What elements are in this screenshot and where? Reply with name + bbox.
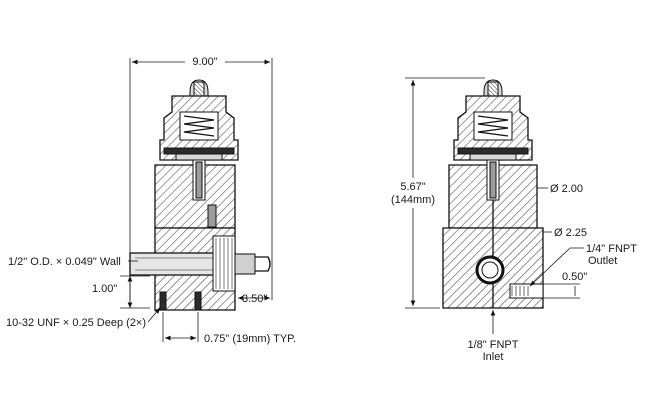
thread-label: 10-32 UNF × 0.25 Deep (2×) [6, 317, 146, 329]
thread-hole [159, 291, 167, 311]
outlet-offset-label: 0.50" [562, 271, 587, 283]
lower-diameter-label: Ø 2.25 [554, 227, 587, 239]
nut-threads [215, 238, 233, 289]
outlet-threads [511, 286, 529, 296]
side-fitting-cap [255, 256, 271, 272]
side-port [207, 204, 217, 228]
leader-line [147, 307, 161, 323]
inlet-label: Inlet [483, 351, 504, 363]
height-label: 1.00" [92, 283, 117, 295]
stem [489, 161, 497, 199]
spring-icon [477, 115, 509, 137]
spacing-label: 0.75" (19mm) TYP. [204, 333, 296, 345]
upper-diameter-label: Ø 2.00 [550, 183, 583, 195]
diaphragm [163, 147, 235, 155]
side-fitting [234, 253, 256, 275]
overall-height-metric-label: (144mm) [391, 194, 435, 206]
front-view: 9.00" 1/2" O.D. × 0.049" Wall [6, 54, 296, 345]
side-view: 5.67" (144mm) Ø 2.00 Ø 2.25 1/4" FNPT [391, 77, 637, 363]
outlet-size-label: 1/4" FNPT [586, 243, 637, 255]
overall-height-label: 5.67" [400, 181, 425, 193]
leader-line [529, 247, 584, 287]
outlet-label: Outlet [588, 255, 617, 267]
width-label: 9.00" [192, 56, 217, 68]
label-bg [392, 178, 436, 208]
side-label: 3.50" [242, 293, 267, 305]
thread-hole [194, 291, 202, 311]
diaphragm-plate [469, 153, 517, 161]
stem [195, 161, 203, 199]
label-bg [185, 54, 225, 68]
outlet-port [509, 283, 544, 299]
diaphragm-plate [175, 153, 223, 161]
spring-icon [183, 115, 215, 137]
tube-label: 1/2" O.D. × 0.049" Wall [8, 256, 121, 268]
inlet-size-label: 1/8" FNPT [468, 339, 519, 351]
inlet-port-bore [481, 261, 499, 279]
diaphragm [457, 147, 529, 155]
